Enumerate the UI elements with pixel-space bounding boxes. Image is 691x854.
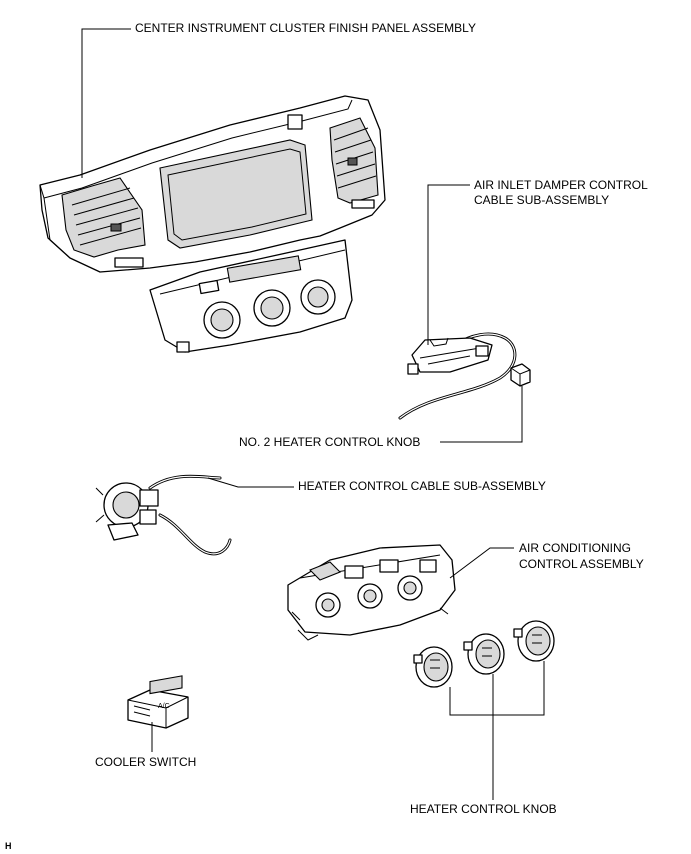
cooler-switch-marking: A/C bbox=[158, 703, 170, 710]
label-heater-control-cable: HEATER CONTROL CABLE SUB-ASSEMBLY bbox=[298, 479, 546, 493]
cooler-switch bbox=[127, 675, 189, 729]
corner-mark: H bbox=[5, 841, 12, 851]
heater-control-cable bbox=[95, 474, 232, 556]
heater-control-knob-2 bbox=[463, 633, 505, 675]
label-cooler-switch: COOLER SWITCH bbox=[95, 755, 197, 769]
label-air-inlet-damper-control-cable-line1: AIR INLET DAMPER CONTROL bbox=[474, 178, 648, 192]
label-no2-heater-control-knob: NO. 2 HEATER CONTROL KNOB bbox=[239, 435, 421, 449]
label-air-inlet-damper-control-cable-line2: CABLE SUB-ASSEMBLY bbox=[474, 193, 610, 207]
heater-control-knobs bbox=[413, 620, 555, 688]
heater-control-knob-3 bbox=[513, 620, 555, 662]
label-heater-control-knob: HEATER CONTROL KNOB bbox=[410, 802, 557, 816]
leader-lines bbox=[81, 28, 545, 800]
label-air-conditioning-control-line2: CONTROL ASSEMBLY bbox=[519, 557, 644, 571]
center-instrument-cluster-finish-panel bbox=[39, 95, 386, 353]
label-center-instrument-cluster-finish-panel: CENTER INSTRUMENT CLUSTER FINISH PANEL A… bbox=[135, 21, 476, 35]
heater-control-knob-1 bbox=[413, 646, 453, 688]
air-conditioning-control-assembly bbox=[287, 544, 456, 641]
label-air-conditioning-control-line1: AIR CONDITIONING bbox=[519, 541, 632, 555]
no2-heater-control-knob bbox=[510, 363, 531, 387]
air-inlet-damper-control-cable bbox=[398, 332, 517, 420]
